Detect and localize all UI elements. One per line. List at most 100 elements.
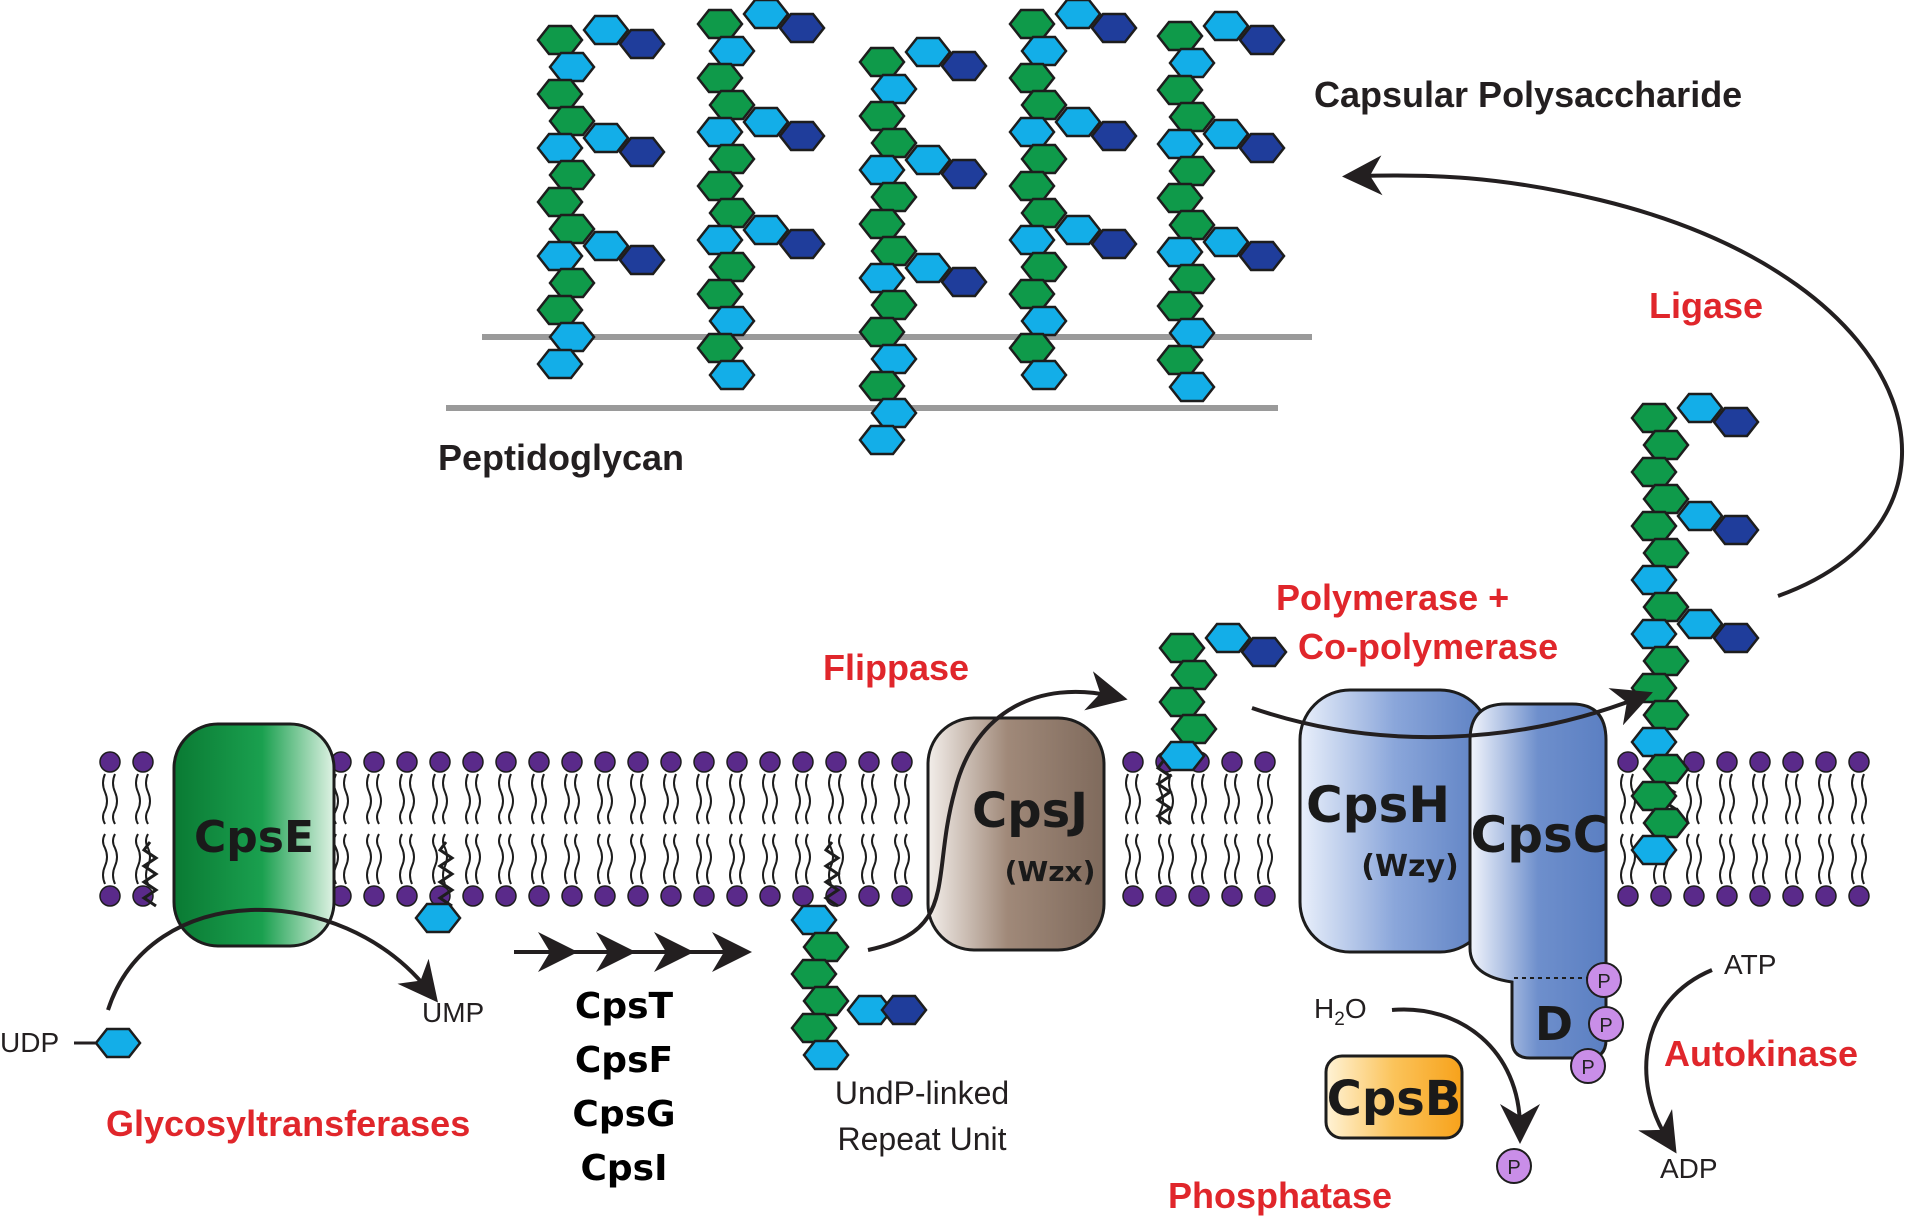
green-sugar-hexagon <box>1642 645 1690 677</box>
green-sugar-hexagon <box>548 213 596 245</box>
lipid-tail <box>1224 773 1230 825</box>
green-sugar-hexagon <box>536 78 584 110</box>
light-blue-sugar-hexagon <box>1168 317 1216 349</box>
lipid-tail <box>894 773 900 825</box>
lipid-tail <box>574 833 580 885</box>
green-sugar-hexagon <box>696 170 744 202</box>
lipid-tail <box>597 833 603 885</box>
lipid-tail <box>112 773 118 825</box>
light-blue-sugar-hexagon <box>582 122 630 154</box>
cpsj-alt-label: (Wzx) <box>1005 855 1096 888</box>
lipid-tail <box>762 833 768 885</box>
lipid-tail <box>1851 773 1857 825</box>
green-sugar-hexagon <box>1156 344 1204 376</box>
lipid-tail <box>1201 833 1207 885</box>
light-blue-sugar-hexagon <box>536 132 584 164</box>
lipid-tail <box>531 833 537 885</box>
lipid-tail <box>1267 773 1273 825</box>
lipid-tail <box>597 773 603 825</box>
green-sugar-hexagon <box>1008 278 1056 310</box>
lipid-head <box>726 885 748 907</box>
lipid-tail <box>564 833 570 885</box>
green-sugar-hexagon <box>1156 182 1204 214</box>
lipid-head <box>858 885 880 907</box>
dark-blue-sugar-hexagon <box>1090 12 1138 44</box>
lipid-tail <box>1234 773 1240 825</box>
svg-text:P: P <box>1597 971 1610 993</box>
green-sugar-hexagon <box>1020 197 1068 229</box>
green-sugar-hexagon <box>536 186 584 218</box>
green-sugar-hexagon <box>802 931 850 963</box>
lipid-tail <box>442 773 448 825</box>
green-sugar-hexagon <box>1630 402 1678 434</box>
lipid-tail <box>894 833 900 885</box>
lipid-head <box>1716 885 1738 907</box>
flippase-arrow <box>867 671 1128 952</box>
lipid-tail <box>1191 833 1197 885</box>
lipid-tail <box>145 833 151 885</box>
cpsc-label: CpsC <box>1471 806 1610 864</box>
green-sugar-hexagon <box>1008 170 1056 202</box>
lipid-tail <box>729 833 735 885</box>
lipid-tail <box>145 773 151 825</box>
lipid-head <box>99 885 121 907</box>
lipid-head <box>759 885 781 907</box>
lipid-head <box>1782 751 1804 773</box>
lipid-tail <box>1125 833 1131 885</box>
cpsd-label: D <box>1535 997 1573 1051</box>
green-sugar-hexagon <box>536 294 584 326</box>
light-blue-sugar-hexagon <box>414 902 462 934</box>
lipid-head <box>660 751 682 773</box>
light-blue-sugar-hexagon <box>1630 834 1678 866</box>
cpsh-label: CpsH <box>1306 776 1450 834</box>
lipid-tail <box>432 833 438 885</box>
green-sugar-hexagon <box>1156 20 1204 52</box>
lipid-tail <box>343 773 349 825</box>
lipid-tail <box>366 773 372 825</box>
lipid-tail <box>871 833 877 885</box>
lipid-head <box>561 751 583 773</box>
lipid-head <box>1683 885 1705 907</box>
lipid-head <box>594 751 616 773</box>
undp-anchor <box>437 841 455 908</box>
dark-blue-sugar-hexagon <box>1240 636 1288 668</box>
light-blue-sugar-hexagon <box>696 116 744 148</box>
lipid-tail <box>1696 833 1702 885</box>
lipid-tail <box>673 773 679 825</box>
lipid-tail <box>838 773 844 825</box>
lipid-tail <box>861 773 867 825</box>
lipid-tail <box>376 833 382 885</box>
lipid-head <box>627 885 649 907</box>
lipid-head <box>1617 751 1639 773</box>
lipid-head <box>132 751 154 773</box>
light-blue-sugar-hexagon <box>790 904 838 936</box>
lipid-tail <box>475 833 481 885</box>
light-blue-sugar-hexagon <box>548 51 596 83</box>
lipid-tail <box>640 773 646 825</box>
light-blue-sugar-hexagon <box>742 106 790 138</box>
lipid-tail <box>498 773 504 825</box>
lipid-tail <box>1191 773 1197 825</box>
light-blue-sugar-hexagon <box>742 214 790 246</box>
light-blue-sugar-hexagon <box>1054 106 1102 138</box>
lipid-head <box>528 751 550 773</box>
lipid-head <box>1815 751 1837 773</box>
light-blue-sugar-hexagon <box>696 224 744 256</box>
light-blue-sugar-hexagon <box>708 305 756 337</box>
lipid-tail <box>1818 773 1824 825</box>
lipid-tail <box>1719 773 1725 825</box>
lipid-head <box>429 751 451 773</box>
lipid-head <box>1188 885 1210 907</box>
lipid-tail <box>871 773 877 825</box>
lipid-tail <box>1168 773 1174 825</box>
cpsj-label: CpsJ <box>972 783 1088 839</box>
phosphate-group-2: P <box>1588 1006 1624 1042</box>
lipid-tail <box>1828 773 1834 825</box>
lipid-head <box>1650 885 1672 907</box>
ump-label: UMP <box>422 997 484 1028</box>
lipid-tail <box>630 773 636 825</box>
dark-blue-sugar-hexagon <box>1712 622 1760 654</box>
lipid-tail <box>1818 833 1824 885</box>
lipid-tail <box>739 833 745 885</box>
lipid-head <box>858 751 880 773</box>
